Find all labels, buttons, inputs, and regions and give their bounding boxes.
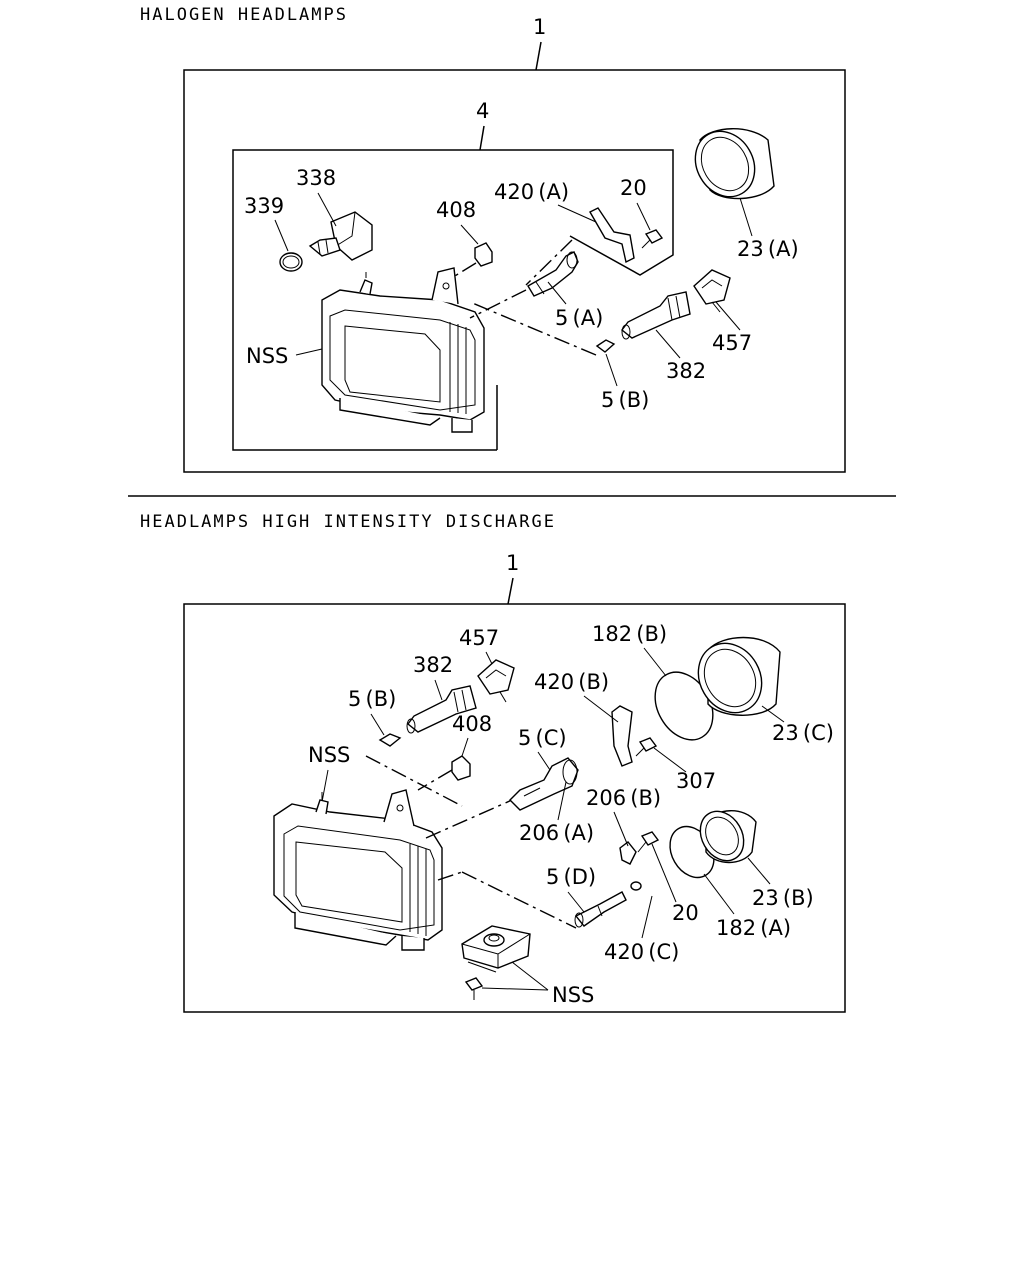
- headlamp-unit-hid: [273, 789, 443, 951]
- callout-457-hid: 457: [459, 626, 499, 650]
- holder-457-hid: [477, 659, 515, 703]
- callout-339: 339: [244, 194, 284, 218]
- callout-5d: 5 (D): [546, 865, 596, 889]
- callout-23b: 23 (B): [752, 886, 814, 910]
- cap-23c: [697, 636, 781, 716]
- callout-182a: 182 (A): [716, 916, 791, 940]
- section-title-hid: HEADLAMPS HIGH INTENSITY DISCHARGE: [140, 512, 556, 532]
- callout-338: 338: [296, 166, 336, 190]
- subassembly-number: 4: [476, 99, 489, 123]
- callout-23c: 23 (C): [772, 721, 834, 745]
- section-title-halogen: HALOGEN HEADLAMPS: [140, 5, 348, 25]
- callout-408-hid: 408: [452, 712, 492, 736]
- socket-338: [308, 211, 373, 261]
- assembly-number-hid: 1: [506, 551, 519, 575]
- bulb-382-hid: [406, 685, 477, 734]
- callout-420b: 420 (B): [534, 670, 609, 694]
- callout-408: 408: [436, 198, 476, 222]
- callout-nss-hid-1: NSS: [308, 743, 350, 767]
- assembly-frame-halogen: [183, 69, 846, 473]
- headlamp-unit-halogen: [321, 267, 485, 433]
- callout-420c: 420 (C): [604, 940, 679, 964]
- bulb-5b-halogen: [595, 339, 616, 353]
- bulb-5a: [527, 251, 579, 297]
- callout-307: 307: [676, 769, 716, 793]
- subassembly-frame: [232, 149, 674, 451]
- callout-206a: 206 (A): [519, 821, 594, 845]
- callout-5b-hid: 5 (B): [348, 687, 396, 711]
- callout-5b-halogen: 5 (B): [601, 388, 649, 412]
- holder-457-halogen: [693, 269, 731, 313]
- callout-20-hid: 20: [672, 901, 699, 925]
- assembly-frame-hid: [183, 603, 846, 1013]
- screw-20-halogen: [641, 229, 664, 249]
- section-halogen: HALOGEN HEADLAMPS 1 4 339 338 408: [140, 5, 846, 473]
- callout-5c: 5 (C): [518, 726, 567, 750]
- screw-20-hid: [637, 831, 660, 853]
- ballast-unit: [461, 925, 531, 1000]
- cap-23a: [694, 128, 775, 200]
- callout-5a: 5 (A): [555, 306, 603, 330]
- bulb-5d: [574, 891, 627, 928]
- callout-382-halogen: 382: [666, 359, 706, 383]
- callout-23a: 23 (A): [737, 237, 799, 261]
- callout-182b: 182 (B): [592, 622, 667, 646]
- callout-382-hid: 382: [413, 653, 453, 677]
- bulb-5b-hid: [378, 733, 402, 747]
- bulb-5c: [509, 757, 579, 811]
- section-hid: HEADLAMPS HIGH INTENSITY DISCHARGE 1 457…: [140, 512, 846, 1013]
- callout-457-halogen: 457: [712, 331, 752, 355]
- assembly-number-halogen: 1: [533, 15, 546, 39]
- callout-nss-halogen: NSS: [246, 344, 288, 368]
- cap-23b: [699, 810, 757, 864]
- bulb-382-halogen: [621, 291, 691, 340]
- grommet-408-hid: [451, 755, 471, 781]
- bracket-420b: [611, 705, 633, 767]
- washer-420c: [630, 881, 642, 891]
- grommet-408: [474, 242, 493, 267]
- callout-420a: 420 (A): [494, 180, 569, 204]
- callout-20-halogen: 20: [620, 176, 647, 200]
- callout-nss-hid-2: NSS: [552, 983, 594, 1007]
- screw-307: [635, 737, 658, 757]
- callout-206b: 206 (B): [586, 786, 661, 810]
- bracket-420a: [589, 207, 635, 264]
